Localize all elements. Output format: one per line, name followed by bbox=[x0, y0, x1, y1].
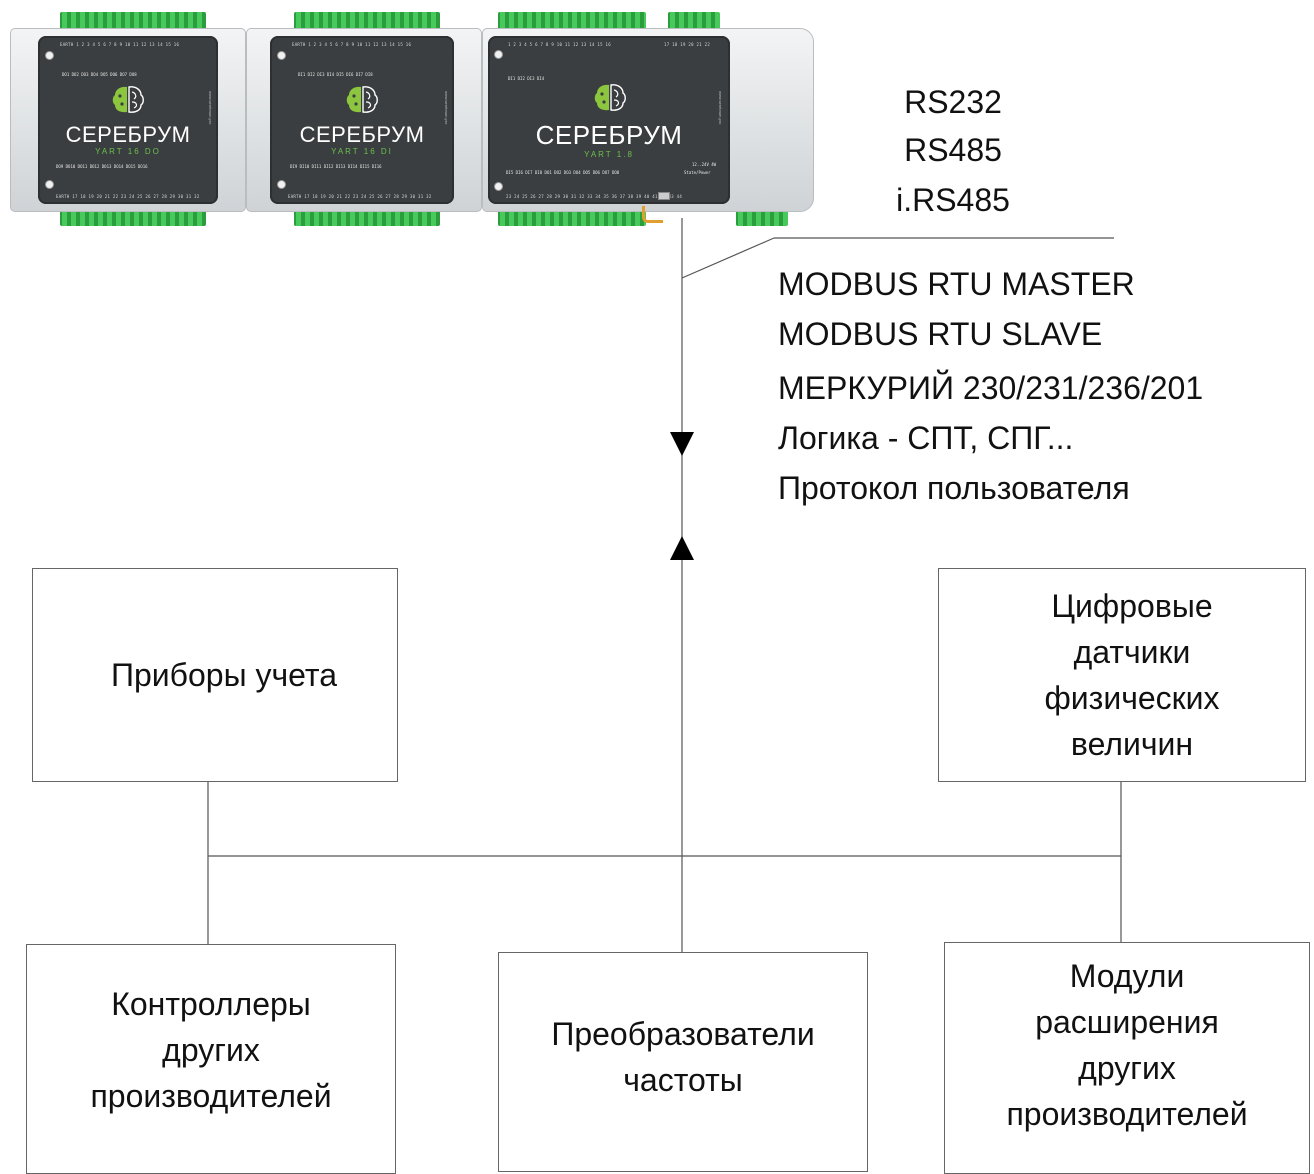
website-label: www.serebrum.pro bbox=[208, 91, 213, 125]
website-label: www.serebrum.pro bbox=[444, 91, 449, 125]
model-name: YART 1.8 bbox=[584, 150, 634, 159]
bottom-terminal-block bbox=[294, 208, 440, 226]
bottom-pin-labels: 23 24 25 26 27 28 29 30 31 32 33 34 35 3… bbox=[506, 194, 683, 199]
module-yart-1-8: 1 2 3 4 5 6 7 8 9 10 11 12 13 14 15 16 1… bbox=[482, 12, 814, 226]
box-converters-label: Преобразователи частоты bbox=[551, 1016, 815, 1098]
box-expansion-modules-label: Модули расширения других производителей bbox=[1006, 958, 1248, 1132]
module-front-panel: 1 2 3 4 5 6 7 8 9 10 11 12 13 14 15 16 1… bbox=[488, 36, 730, 204]
orange-cable bbox=[642, 206, 663, 223]
module-front-panel: EARTH 1 2 3 4 5 6 7 8 9 10 11 12 13 14 1… bbox=[38, 36, 218, 204]
screw-icon bbox=[45, 180, 54, 189]
brand-name: СЕРЕБРУМ bbox=[299, 122, 425, 147]
interface-leader-diagonal bbox=[681, 237, 775, 279]
protocol-modbus-slave: MODBUS RTU SLAVE bbox=[778, 316, 1103, 352]
top-terminal-block bbox=[60, 12, 206, 30]
module-yart-16-di: EARTH 1 2 3 4 5 6 7 8 9 10 11 12 13 14 1… bbox=[246, 12, 482, 226]
box-sensors-label: Цифровые датчики физических величин bbox=[1044, 588, 1220, 762]
top-terminal-block bbox=[294, 12, 440, 30]
protocol-user: Протокол пользователя bbox=[778, 470, 1130, 506]
bottom-pin-labels: EARTH 17 18 19 20 21 22 23 24 25 26 27 2… bbox=[56, 194, 200, 199]
protocol-mercury: МЕРКУРИЙ 230/231/236/201 bbox=[778, 370, 1204, 406]
interface-rs232: RS232 bbox=[904, 84, 1002, 120]
protocol-logika: Логика - СПТ, СПГ... bbox=[778, 420, 1074, 456]
model-name: YART 16 DO bbox=[95, 147, 161, 156]
bottom-terminal-block-right bbox=[736, 208, 788, 226]
top-pin-labels: 1 2 3 4 5 6 7 8 9 10 11 12 13 14 15 16 bbox=[508, 42, 611, 47]
brain-logo-icon bbox=[112, 86, 144, 113]
top-pin-labels: EARTH 1 2 3 4 5 6 7 8 9 10 11 12 13 14 1… bbox=[292, 42, 412, 47]
screw-icon bbox=[277, 51, 286, 60]
brand-name: СЕРЕБРУМ bbox=[535, 120, 683, 150]
usb-port bbox=[658, 192, 670, 200]
bottom-terminal-block bbox=[60, 208, 206, 226]
brand-name: СЕРЕБРУМ bbox=[65, 122, 191, 147]
website-label: www.serebrum.pro bbox=[718, 91, 723, 125]
screw-icon bbox=[494, 50, 503, 59]
box-controllers: Контроллеры других производителей bbox=[26, 944, 396, 1174]
top-terminal-block-right bbox=[668, 12, 720, 30]
box-expansion-modules: Модули расширения других производителей bbox=[944, 942, 1310, 1174]
bottom-led-labels: DI5 DI6 DI7 DI8 DO1 DO2 DO3 DO4 DO5 DO6 … bbox=[506, 170, 620, 175]
top-terminal-block bbox=[498, 12, 646, 30]
interface-rs485: RS485 bbox=[904, 132, 1002, 168]
model-name: YART 16 DI bbox=[331, 147, 393, 156]
box-meters-label: Приборы учета bbox=[111, 657, 337, 693]
top-led-labels: DI1 DI2 DI3 DI4 bbox=[508, 76, 545, 81]
bottom-terminal-block bbox=[498, 208, 646, 226]
box-sensors: Цифровые датчики физических величин bbox=[938, 568, 1306, 782]
protocol-modbus-master: MODBUS RTU MASTER bbox=[778, 266, 1135, 302]
module-yart-16-do: EARTH 1 2 3 4 5 6 7 8 9 10 11 12 13 14 1… bbox=[10, 12, 246, 226]
module-front-panel: EARTH 1 2 3 4 5 6 7 8 9 10 11 12 13 14 1… bbox=[270, 36, 454, 204]
bottom-led-labels: DO9 DO10 DO11 DO12 DO13 DO14 DO15 DO16 bbox=[56, 164, 148, 169]
bottom-led-labels: DI9 DI10 DI11 DI12 DI13 DI14 DI15 DI16 bbox=[290, 164, 382, 169]
screw-icon bbox=[277, 180, 286, 189]
arrow-up-icon bbox=[670, 536, 694, 560]
box-meters: Приборы учета bbox=[32, 568, 398, 782]
power-label: 12..24V 4W bbox=[692, 162, 717, 167]
top-led-labels: DO1 DO2 DO3 DO4 DO5 DO6 DO7 DO8 bbox=[62, 72, 137, 77]
brain-logo-icon bbox=[346, 86, 378, 113]
screw-icon bbox=[494, 182, 503, 191]
screw-icon bbox=[45, 51, 54, 60]
box-converters: Преобразователи частоты bbox=[498, 952, 868, 1172]
brain-logo-icon bbox=[594, 84, 626, 111]
bottom-pin-labels: EARTH 17 18 19 20 21 22 23 24 25 26 27 2… bbox=[288, 194, 432, 199]
arrow-down-icon bbox=[670, 432, 694, 456]
top-right-pin-labels: 17 18 19 20 21 22 bbox=[664, 42, 711, 47]
box-controllers-label: Контроллеры других производителей bbox=[90, 986, 332, 1114]
interface-irs485: i.RS485 bbox=[896, 182, 1010, 218]
top-led-labels: DI1 DI2 DI3 DI4 DI5 DI6 DI7 DI8 bbox=[298, 72, 373, 77]
top-pin-labels: EARTH 1 2 3 4 5 6 7 8 9 10 11 12 13 14 1… bbox=[60, 42, 180, 47]
status-led-label: State/Power bbox=[684, 170, 711, 175]
